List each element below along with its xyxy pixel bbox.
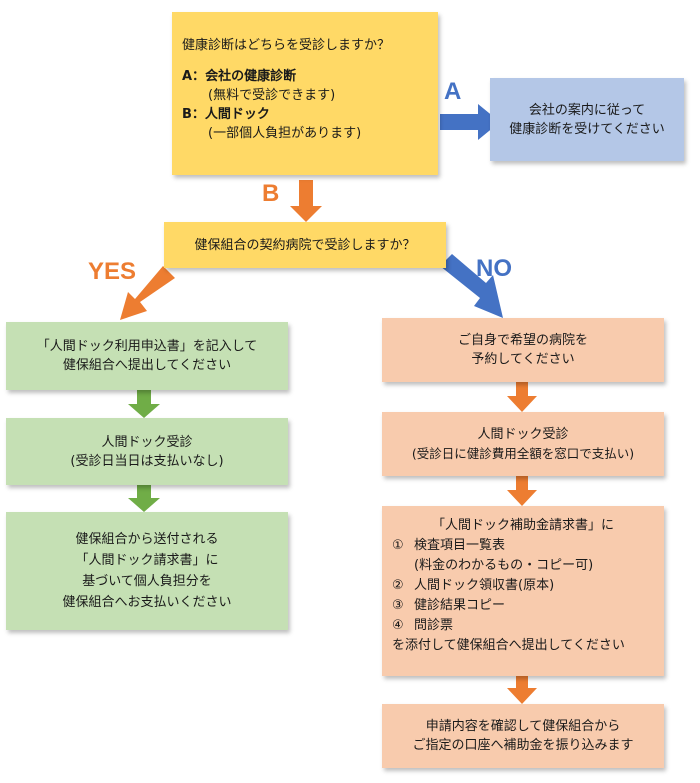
yes-step-1-line1: 「人間ドック利用申込書」を記入して <box>36 339 258 354</box>
no-step-2-line2: (受診日に健診費用全額を窓口で支払い) <box>411 446 635 461</box>
arrow-no <box>440 254 503 318</box>
option-a-note: (無料で受診できます) <box>208 88 336 103</box>
company-checkup-line2: 健康診断を受けてください <box>509 121 665 137</box>
attachment-list: ① 検査項目一覧表 (料金のわかるもの・コピー可) ② 人間ドック領収書(原本) ③ 健診結… <box>392 536 664 636</box>
label-yes: YES <box>88 258 137 285</box>
yes-step-3-line1: 健保組合から送付される <box>75 532 219 547</box>
no-step-4-line1: 申請内容を確認して健保組合から <box>425 719 621 734</box>
attachment-item: ① 検査項目一覧表 <box>392 536 664 556</box>
arrow-yes <box>120 266 175 320</box>
no-step-4-line2: ご指定の口座へ補助金を振り込みます <box>412 738 634 753</box>
question-2-box: 健保組合の契約病院で受診しますか？ <box>164 222 446 268</box>
no-step-1-box: ご自身で希望の病院を 予約してください <box>382 318 664 382</box>
no-step-1-line1: ご自身で希望の病院を <box>457 333 588 348</box>
label-a: A <box>444 78 462 105</box>
attachment-item: ③ 健診結果コピー <box>392 596 664 616</box>
yes-step-2-box: 人間ドック受診 (受診日当日は支払いなし) <box>6 418 288 485</box>
label-no: NO <box>476 255 512 282</box>
yes-step-2-line1: 人間ドック受診 <box>101 434 193 450</box>
company-checkup-line1: 会社の案内に従って <box>528 102 646 118</box>
no-step-2-line1: 人間ドック受診 <box>477 427 569 442</box>
yes-step-3-line4: 健保組合へお支払いください <box>62 595 232 610</box>
arrow-green-1 <box>128 390 160 418</box>
no-step-2-box: 人間ドック受診 (受診日に健診費用全額を窓口で支払い) <box>382 412 664 476</box>
attachment-number: ④ <box>392 618 404 633</box>
yes-step-3-line2: 「人間ドック請求書」に <box>75 553 219 568</box>
attachment-number: ③ <box>392 598 404 613</box>
no-step-1-line2: 予約してください <box>471 352 575 367</box>
attachment-text: 人間ドック領収書(原本) <box>414 578 555 593</box>
attachment-item: (料金のわかるもの・コピー可) <box>392 556 664 576</box>
no-step-4-box: 申請内容を確認して健保組合から ご指定の口座へ補助金を振り込みます <box>382 704 664 768</box>
attachment-item: ④ 問診票 <box>392 616 664 636</box>
yes-step-1-box: 「人間ドック利用申込書」を記入して 健保組合へ提出してください <box>6 322 288 390</box>
arrow-orange-1 <box>507 382 537 412</box>
label-b: B <box>262 180 280 207</box>
attachment-text: 問診票 <box>414 618 454 633</box>
arrow-green-2 <box>128 485 160 512</box>
option-b: B：人間ドック <box>182 107 270 122</box>
option-a: A：会社の健康診断 <box>182 69 297 84</box>
yes-step-1-line2: 健保組合へ提出してください <box>62 358 232 373</box>
question-1-box: 健康診断はどちらを受診しますか？ A：会社の健康診断 (無料で受診できます) B… <box>172 12 438 175</box>
company-checkup-box: 会社の案内に従って 健康診断を受けてください <box>490 78 684 161</box>
attachment-number: ② <box>392 578 404 593</box>
attachment-number: ① <box>392 538 404 553</box>
attachment-text: (料金のわかるもの・コピー可) <box>414 558 594 573</box>
no-step-3-footer: を添付して健保組合へ提出してください <box>392 638 625 653</box>
arrow-orange-3 <box>507 676 537 704</box>
yes-step-3-box: 健保組合から送付される 「人間ドック請求書」に 基づいて個人負担分を 健保組合へ… <box>6 512 288 630</box>
attachment-item: ② 人間ドック領収書(原本) <box>392 576 664 596</box>
arrow-orange-2 <box>507 476 537 506</box>
attachment-text: 検査項目一覧表 <box>414 538 506 553</box>
attachment-text: 健診結果コピー <box>414 598 506 613</box>
no-step-3-title: 「人間ドック補助金請求書」に <box>431 518 614 533</box>
arrow-a <box>440 104 500 140</box>
yes-step-3-line3: 基づいて個人負担分を <box>82 574 212 589</box>
question-2-text: 健保組合の契約病院で受診しますか？ <box>194 237 416 253</box>
arrow-b <box>290 180 322 222</box>
option-b-note: (一部個人負担があります) <box>208 126 362 141</box>
question-1-text: 健康診断はどちらを受診しますか？ <box>182 38 391 53</box>
yes-step-2-line2: (受診日当日は支払いなし) <box>70 453 224 469</box>
